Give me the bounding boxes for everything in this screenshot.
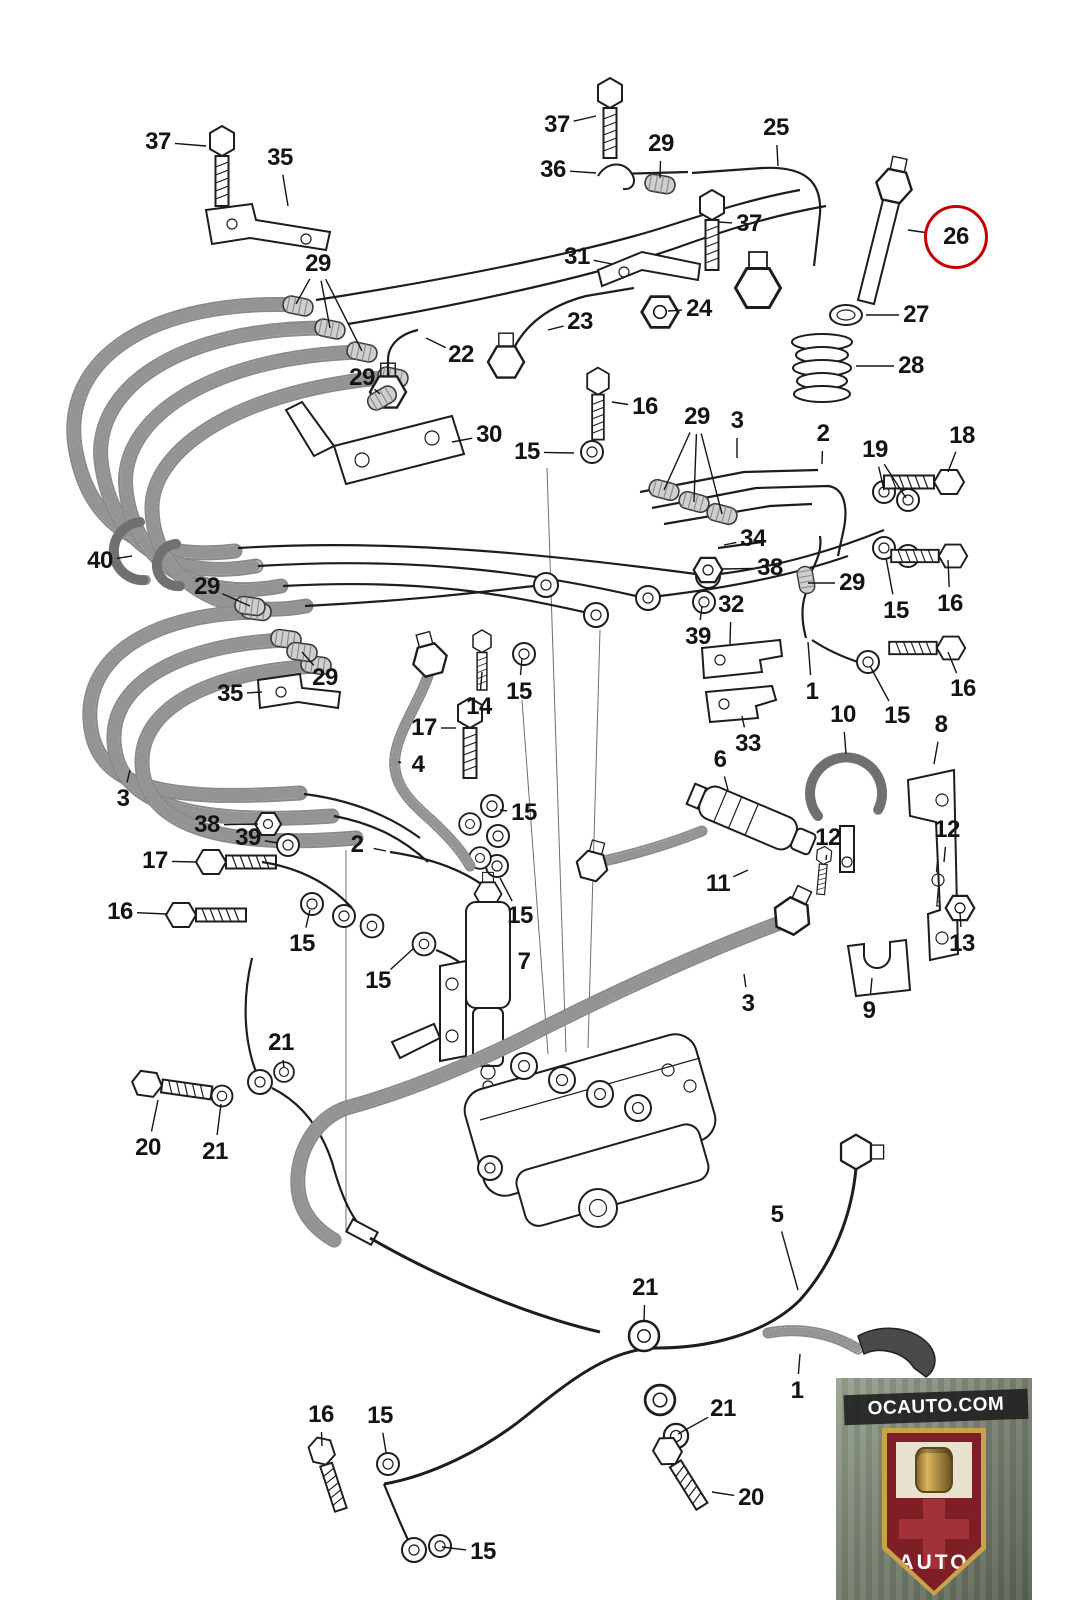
- steel-lines-right: [639, 468, 969, 674]
- injector-6: [572, 782, 817, 885]
- shield-emblem-panel: [896, 1442, 972, 1498]
- hose-bundle-lower: [90, 594, 356, 840]
- watermark-banner-text: OCAUTO.COM: [867, 1393, 1005, 1420]
- cylinder-part-icon: [915, 1447, 953, 1493]
- top-fasteners: [204, 77, 725, 288]
- steel-lines-middle: [237, 528, 885, 628]
- fitting-26-27-28: [791, 152, 919, 403]
- shield-cross-horizontal: [899, 1519, 969, 1539]
- hose-4: [303, 627, 485, 887]
- watermark-banner: OCAUTO.COM: [843, 1388, 1029, 1426]
- fuel-distributor: [463, 1033, 717, 1228]
- right-mounting-parts: [805, 752, 976, 998]
- watermark: OCAUTO.COM AUTO: [836, 1378, 1032, 1600]
- bottom-pipes: [305, 1133, 936, 1563]
- hose-clamp-40: [108, 517, 185, 592]
- rubber-boot-28: [791, 333, 853, 403]
- watermark-shield-label: AUTO: [898, 1551, 970, 1574]
- watermark-shield: AUTO: [882, 1428, 986, 1596]
- accumulator-7: [390, 871, 511, 1092]
- center-brackets: [254, 366, 784, 878]
